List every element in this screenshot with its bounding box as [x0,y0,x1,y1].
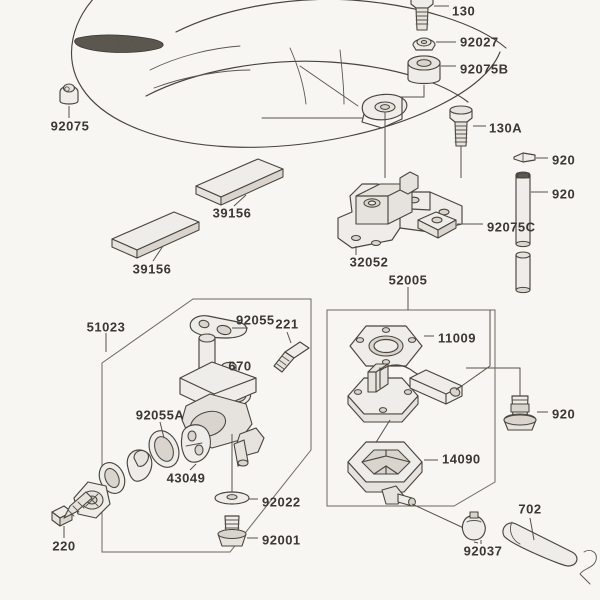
part-92075C-grommet [417,211,483,239]
part-920-clip [513,152,548,163]
part-92055A-oring [148,421,180,468]
part-number-label: 702 [518,501,542,517]
part-92001-bolt [217,515,258,547]
part-920-pin-short [515,251,531,294]
part-number-label: 92075B [460,61,509,77]
group-box-51023 [101,298,312,553]
part-number-label: 92037 [463,543,503,559]
part-number-label: 92055A [135,407,185,423]
part-92075B-grommet [387,55,456,112]
fuel-tank-outline [70,0,507,148]
part-number-label: 92055 [236,312,275,328]
part-number-label: 92022 [262,494,301,510]
part-number-label: 221 [275,316,299,332]
part-number-label: 32052 [349,254,389,270]
part-number-label: 92075 [50,118,90,134]
part-number-label: 130 [452,3,476,19]
part-14090-cover [347,441,469,531]
part-130A-bolt [449,105,486,178]
part-number-label: 11009 [438,330,476,346]
part-92055-gasket [189,315,248,339]
part-number-label: 92027 [460,34,499,50]
part-92022-washer [214,491,258,505]
part-number-label: 920 [552,186,576,202]
part-number-label: 92001 [262,532,301,548]
part-number-label: 39156 [132,261,172,277]
part-number-label: 51023 [86,319,126,335]
part-number-label: 52005 [388,272,428,288]
part-number-label: 92075C [487,219,536,235]
part-number-label: 39156 [212,205,252,221]
part-number-label: 14090 [442,451,481,467]
part-702-hose [502,517,597,585]
part-32052-bracket [337,171,463,255]
tank-mount-tab [261,65,408,178]
group-box-52005 [326,287,496,507]
part-fuel-valve-body [179,333,265,492]
part-92037-clamp [461,511,486,544]
part-920-bolt-right [466,367,548,431]
part-92075-grommet [59,83,79,118]
part-221-bolt [273,331,310,373]
part-number-label: 130A [489,120,523,136]
part-39156-pad-lower [111,211,200,262]
part-130-bolt [410,0,449,31]
part-39156-pad-upper [195,158,284,207]
part-number-label: 670 [228,358,252,374]
part-43049-valve-plate [180,424,211,471]
part-number-label: 43049 [166,470,206,486]
part-920-pin-long [515,171,548,248]
part-92027-washer [412,37,456,51]
part-number-label: 220 [52,538,76,554]
part-11009-gasket [349,325,434,367]
part-number-label: 920 [552,406,576,422]
part-pump-body [347,310,491,454]
part-number-label: 920 [552,152,576,168]
part-220-screw [51,491,93,538]
